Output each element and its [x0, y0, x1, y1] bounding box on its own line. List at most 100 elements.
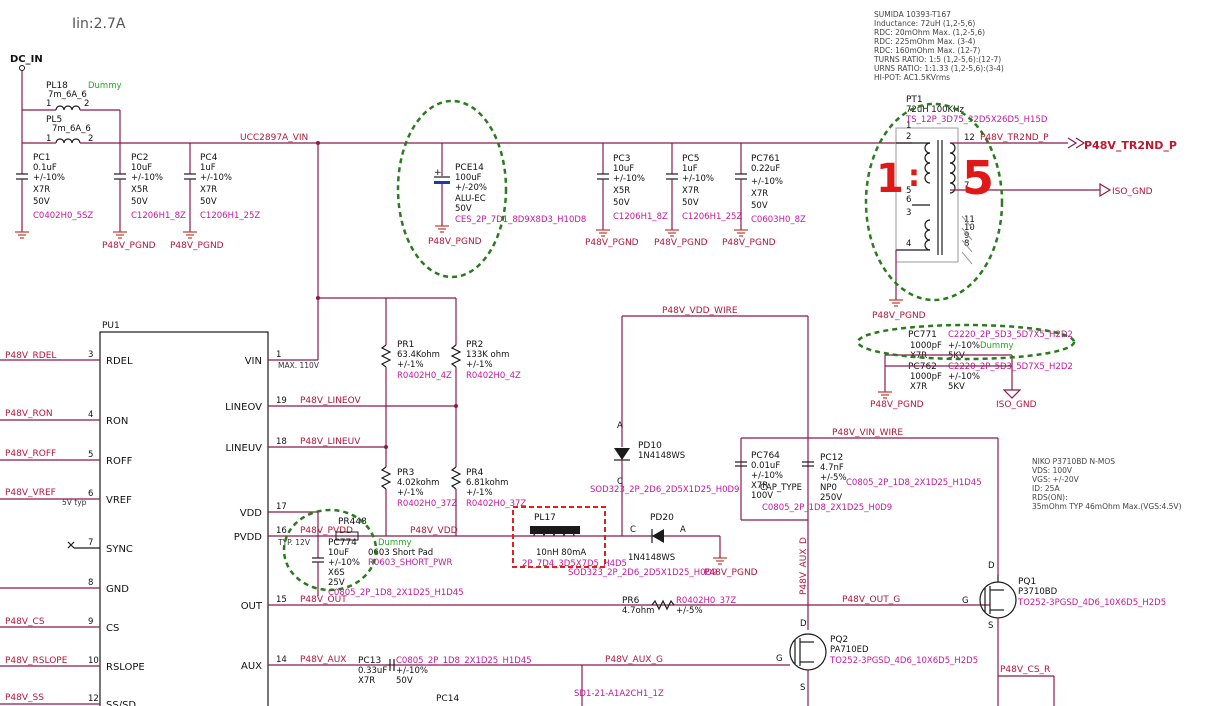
svg-text:ALU-EC: ALU-EC [455, 194, 486, 204]
transformer-spec-notes: SUMIDA 10393-T167 Inductance: 72uH (1,2-… [873, 10, 1004, 82]
svg-text:12: 12 [964, 133, 975, 143]
svg-text:1uF: 1uF [682, 164, 698, 174]
svg-text:133K ohm: 133K ohm [466, 350, 509, 360]
svg-text:+/-10%: +/-10% [328, 558, 360, 568]
resistor-pr2: PR2 133K ohm +/-1% R0402H0_4Z [450, 298, 521, 467]
svg-text:R0402H0_4Z: R0402H0_4Z [397, 371, 452, 381]
svg-text:NIKO P3710BD N-MOS: NIKO P3710BD N-MOS [1032, 457, 1115, 466]
net-label-aux-g: P48V_AUX_G [605, 655, 663, 665]
svg-text:C0402H0_5SZ: C0402H0_5SZ [33, 211, 93, 221]
ic-pin-number: 15 [276, 595, 287, 605]
svg-text:C0805_2P_1D8_2X1D25_H1D45: C0805_2P_1D8_2X1D25_H1D45 [846, 478, 982, 488]
svg-text:P3710BD: P3710BD [1018, 587, 1058, 597]
svg-text:PL5: PL5 [46, 115, 62, 125]
svg-text:50V: 50V [131, 197, 148, 207]
input-current-label: Iin:2.7A [72, 16, 126, 32]
ic-pin-number: 18 [276, 437, 287, 447]
ic-pin-number: 12 [88, 694, 99, 704]
transformer-pt1: PT1 72uH 100KHz TS_12P_3D75_32D5X26D5_H1… [872, 95, 1100, 321]
svg-text:A: A [617, 421, 623, 431]
svg-text:P48V_PGND: P48V_PGND [585, 238, 639, 248]
svg-text:0603 Short Pad: 0603 Short Pad [368, 548, 433, 558]
capacitor-pc1: PC1 0.1uF +/-10% X7R 50V C0402H0_5SZ [15, 143, 93, 239]
svg-text:X7R: X7R [910, 382, 927, 392]
svg-text:25V: 25V [328, 578, 345, 588]
svg-text:SUMIDA 10393-T167: SUMIDA 10393-T167 [874, 10, 951, 19]
svg-text:0.33uF: 0.33uF [358, 666, 387, 676]
svg-text:PU1: PU1 [102, 321, 120, 331]
svg-text:+/-10%: +/-10% [396, 666, 428, 676]
mosfet-pq1: PQ1 P3710BD TO252-3PGSD_4D6_10X6D5_H2D5 … [962, 561, 1166, 706]
ic-pin-number: 5 [88, 450, 93, 460]
svg-text:+/-20%: +/-20% [455, 183, 487, 193]
svg-text:PD10: PD10 [638, 441, 662, 451]
capacitor-pc761: PC761 0.22uF +/-10% X7R 50V C0603H0_8Z P… [722, 143, 806, 248]
svg-text:50V: 50V [751, 201, 768, 211]
svg-text:RDC: 225mOhm Max. (3-4): RDC: 225mOhm Max. (3-4) [874, 37, 976, 46]
svg-text:C2220_2P_5D3_5D7X5_H2D2: C2220_2P_5D3_5D7X5_H2D2 [948, 362, 1073, 372]
ic-left-pins: 3RDEL4RON5ROFF6VREF7SYNC8GND9CS10RSLOPE1… [0, 350, 145, 706]
svg-text:X6S: X6S [328, 568, 345, 578]
svg-text:C: C [630, 525, 636, 535]
ic-pin-number: 6 [88, 489, 93, 499]
svg-text:+/-1%: +/-1% [397, 360, 424, 370]
svg-text:ISO_GND: ISO_GND [996, 400, 1037, 410]
svg-text:5: 5 [962, 151, 994, 205]
highlight-transformer [864, 102, 1004, 302]
ic-pin-name: AUX [241, 661, 262, 672]
svg-text:Inductance: 72uH (1,2-5,6): Inductance: 72uH (1,2-5,6) [874, 19, 975, 28]
svg-text:PQ2: PQ2 [830, 635, 848, 645]
svg-text:0.1uF: 0.1uF [33, 163, 57, 173]
svg-text:TO252-3PGSD_4D6_10X6D5_H2D5: TO252-3PGSD_4D6_10X6D5_H2D5 [1017, 598, 1166, 608]
svg-text:+/-10%: +/-10% [751, 177, 783, 187]
svg-text:50V: 50V [682, 198, 699, 208]
svg-text:4.7ohm: 4.7ohm [622, 606, 654, 616]
svg-text:PC3: PC3 [613, 154, 630, 164]
svg-text:P48V_RDEL: P48V_RDEL [5, 351, 56, 361]
ic-pin-number: 7 [88, 538, 93, 548]
svg-text:2: 2 [88, 134, 93, 144]
svg-text:1000pF: 1000pF [910, 372, 942, 382]
svg-text:CAP_TYPE: CAP_TYPE [760, 483, 802, 493]
svg-text:72uH 100KHz: 72uH 100KHz [906, 105, 964, 115]
capacitor-pce14: + PCE14 100uF +/-20% ALU-EC 50V CES_2P_7… [428, 143, 586, 247]
inductor-pl17: PL17 10nH 80mA 2P_7D4_3D5X7D5_H4D5 [522, 513, 627, 569]
svg-text:50V: 50V [613, 198, 630, 208]
svg-text:C1206H1_25Z: C1206H1_25Z [682, 212, 742, 222]
ic-pin-name: GND [106, 584, 129, 595]
capacitor-pc12: PC12 4.7nF +/-5% NP0 250V C0805_2P_1D8_2… [760, 453, 982, 503]
svg-text:PR4: PR4 [466, 468, 484, 478]
svg-text:TURNS RATIO: 1:5 (1,2-5,6):(12: TURNS RATIO: 1:5 (1,2-5,6):(12-7) [873, 55, 1001, 64]
inductor-pl5: PL5 7m_6A_6 1 2 [46, 115, 93, 144]
svg-text:TO252-3PGSD_4D6_10X6D5_H2D5: TO252-3PGSD_4D6_10X6D5_H2D5 [829, 656, 978, 666]
ic-pin-number: 14 [276, 655, 287, 665]
svg-text:P48V_PGND: P48V_PGND [428, 237, 482, 247]
resistor-pr1: PR1 63.4Kohm +/-1% R0402H0_4Z [380, 298, 452, 467]
svg-text:PT1: PT1 [906, 95, 923, 105]
svg-text:7m_6A_6: 7m_6A_6 [52, 124, 91, 134]
svg-text:2: 2 [84, 99, 89, 109]
svg-text:PC771: PC771 [908, 330, 937, 340]
svg-text:Dummy: Dummy [980, 341, 1014, 351]
ic-pin-name: ROFF [106, 456, 133, 467]
svg-text:6.81kohm: 6.81kohm [466, 478, 508, 488]
svg-text:C1206H1_8Z: C1206H1_8Z [131, 211, 186, 221]
svg-text:CES_2P_7D1_8D9X8D3_H10D8: CES_2P_7D1_8D9X8D3_H10D8 [455, 215, 586, 225]
svg-text:PQ1: PQ1 [1018, 577, 1036, 587]
svg-text:7m_6A_6: 7m_6A_6 [48, 90, 87, 100]
svg-text:MAX. 110V: MAX. 110V [278, 361, 320, 370]
ic-right-pins: 1VIN19LINEOV18LINEUV17VDD16PVDD15OUT14AU… [225, 350, 287, 672]
net-label-aux-d: P48V_AUX_D [799, 537, 809, 595]
ic-pin-number: 16 [276, 526, 287, 536]
svg-text:+/-5%: +/-5% [676, 606, 703, 616]
diode-sd1-footprint: SD1-21-A1A2CH1_1Z [574, 689, 664, 699]
svg-text:10: 10 [964, 223, 975, 233]
svg-text:PC12: PC12 [820, 453, 843, 463]
svg-text:3: 3 [906, 208, 911, 218]
svg-text:PC762: PC762 [908, 362, 937, 372]
svg-text:1N4148WS: 1N4148WS [628, 553, 675, 563]
svg-text:D: D [988, 561, 995, 571]
svg-text:C0805_2P_1D8_2X1D25_H1D45: C0805_2P_1D8_2X1D25_H1D45 [328, 588, 464, 598]
svg-text:P48V_CS: P48V_CS [5, 617, 45, 627]
